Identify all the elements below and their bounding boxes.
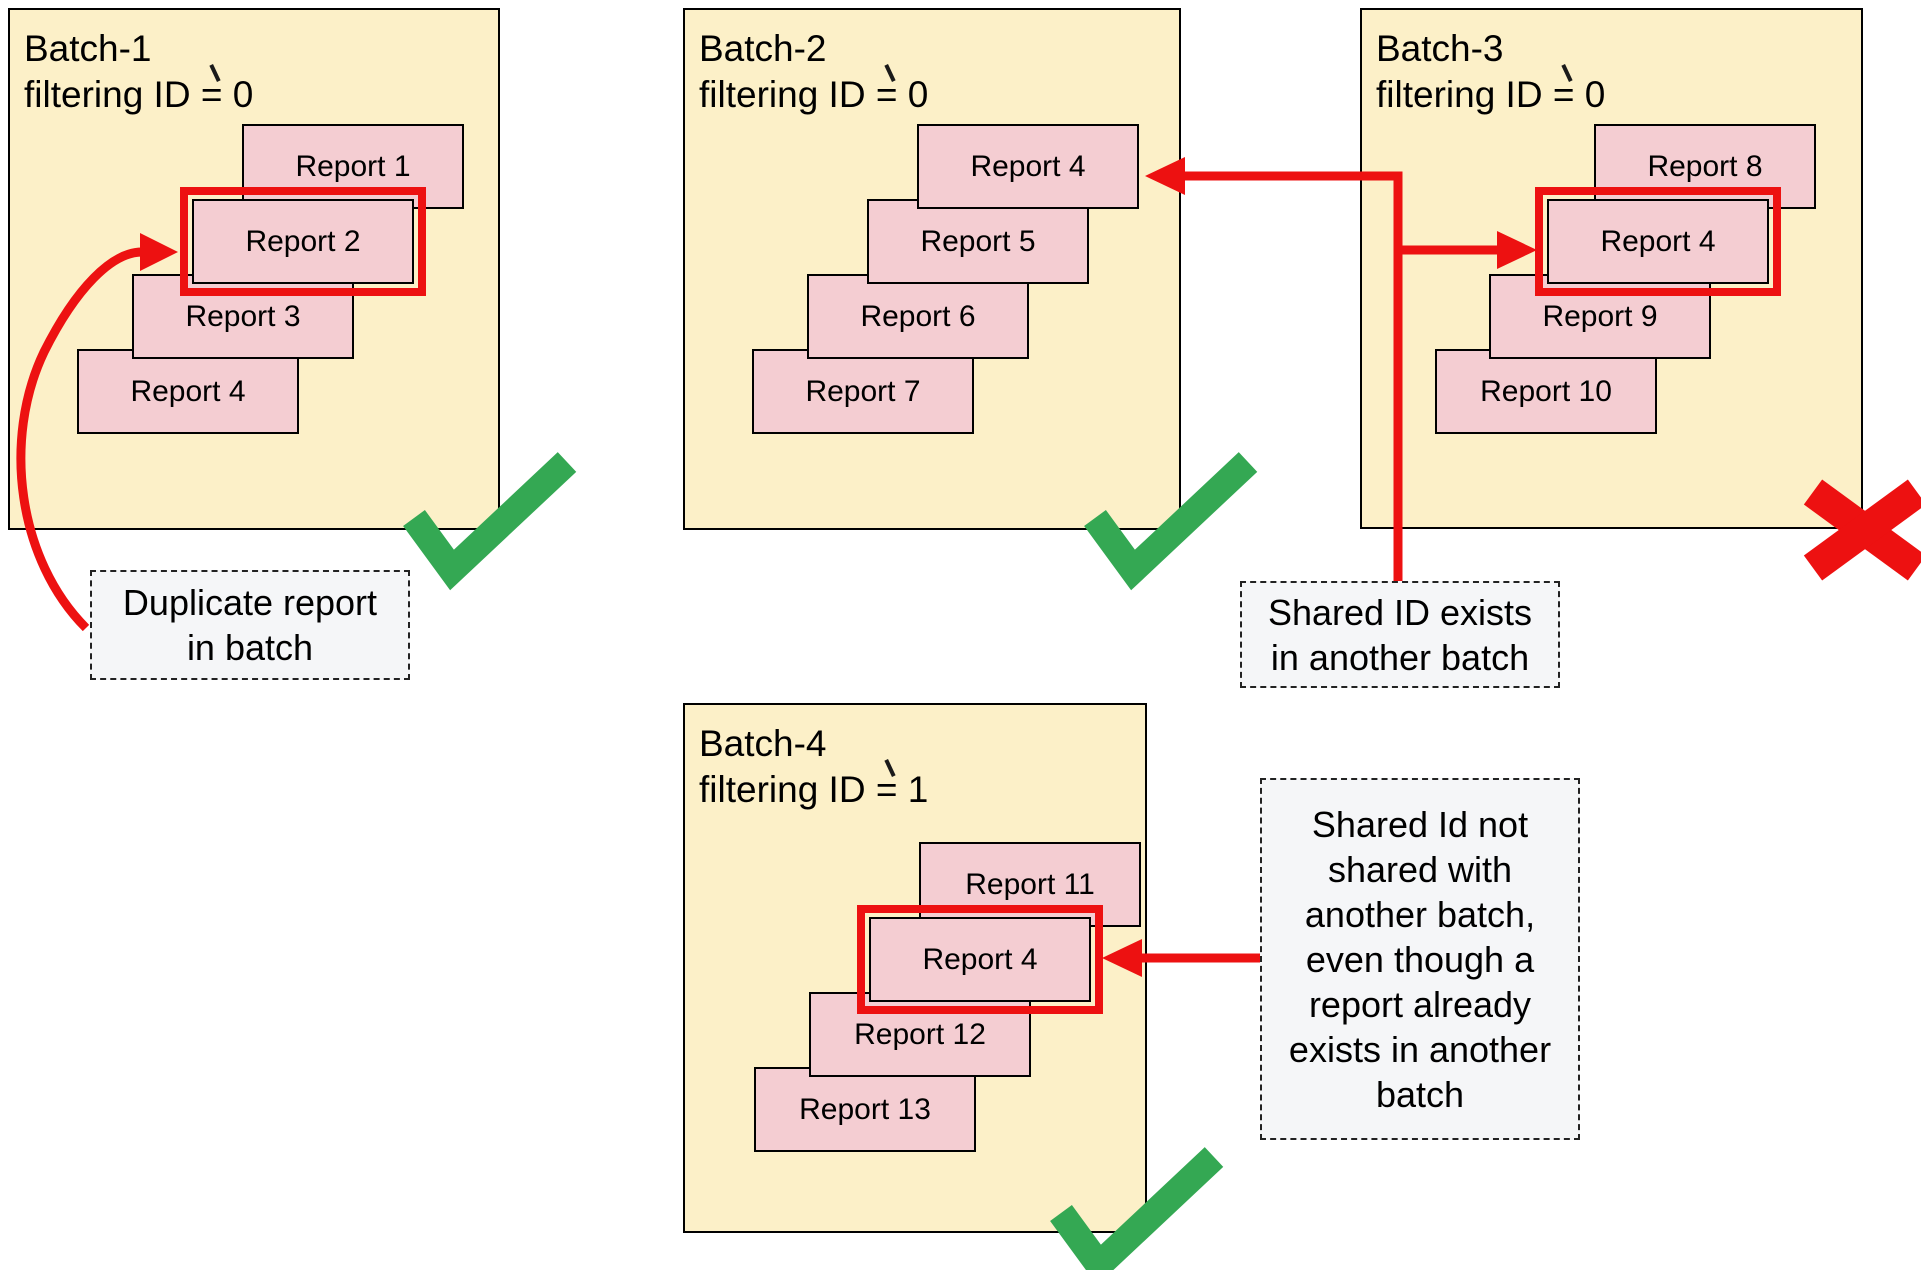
report-label: Report 9 [1542,299,1658,333]
batch-4-title: Batch-4 filtering ID = 1 [699,723,929,810]
batch-4-box: Batch-4 filtering ID = 1 Report 11 Repor… [683,703,1147,1233]
report-card-shared-conflict: Report 4 [1547,199,1769,284]
batch-3-box: Batch-3 filtering ID = 0 Report 8 Report… [1360,8,1863,529]
report-card-shared-ok: Report 4 [869,917,1091,1002]
report-label: Report 5 [920,224,1036,258]
annotation-text: Shared ID exists in another batch [1267,591,1533,678]
report-label: Report 8 [1647,149,1763,183]
report-card-shared: Report 4 [917,124,1139,209]
report-card: Report 4 [77,349,299,434]
shared-id-highlight-ring [1535,187,1781,296]
report-label: Report 3 [185,299,301,333]
batch-2-title: Batch-2 filtering ID = 0 [699,28,929,115]
duplicate-highlight-ring [180,187,426,296]
report-label: Report 4 [922,942,1038,976]
report-card: Report 6 [807,274,1029,359]
report-label: Report 10 [1480,374,1612,408]
report-card: Report 13 [754,1067,976,1152]
report-card: Report 5 [867,199,1089,284]
report-label: Report 13 [799,1092,931,1126]
batch-3-title: Batch-3 filtering ID = 0 [1376,28,1606,115]
report-card: Report 10 [1435,349,1657,434]
annotation-duplicate-report: Duplicate report in batch [90,570,410,680]
shared-id-ok-highlight-ring [857,905,1103,1014]
report-card-duplicate: Report 2 [192,199,414,284]
batch-1-title: Batch-1 filtering ID = 0 [24,28,254,115]
report-label: Report 7 [805,374,921,408]
annotation-shared-id-not-shared: Shared Id not shared with another batch,… [1260,778,1580,1140]
annotation-text: Shared Id not shared with another batch,… [1288,803,1552,1115]
annotation-text: Duplicate report in batch [122,582,378,668]
report-label: Report 2 [245,224,361,258]
report-label: Report 1 [295,149,411,183]
report-label: Report 11 [965,867,1095,901]
report-label: Report 4 [970,149,1086,183]
report-label: Report 4 [130,374,246,408]
report-label: Report 6 [860,299,976,333]
annotation-shared-id-exists: Shared ID exists in another batch [1240,581,1560,688]
report-card: Report 7 [752,349,974,434]
batch-2-box: Batch-2 filtering ID = 0 Report 4 Report… [683,8,1181,530]
batch-1-box: Batch-1 filtering ID = 0 Report 1 Report… [8,8,500,530]
report-label: Report 4 [1600,224,1716,258]
report-label: Report 12 [854,1017,986,1051]
